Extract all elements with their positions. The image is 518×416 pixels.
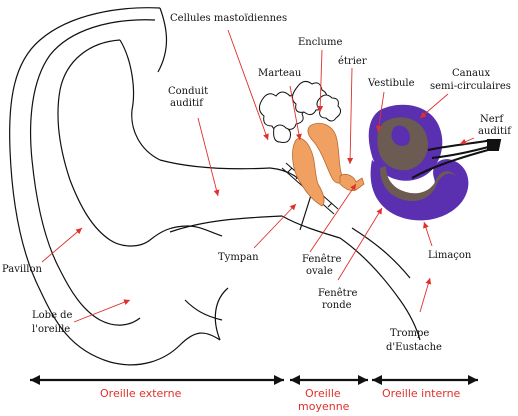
label-fenetre-ronde-1: Fenêtre — [318, 288, 357, 299]
arrow-conduit — [198, 118, 218, 196]
zone-interne: Oreille interne — [382, 387, 461, 400]
arrow-limacon — [424, 222, 432, 246]
label-canaux-1: Canaux — [452, 68, 490, 79]
label-fenetre-ronde-2: ronde — [322, 300, 352, 311]
label-nerf-1: Nerf — [480, 114, 504, 125]
arrow-trompe — [420, 278, 430, 312]
label-vestibule: Vestibule — [367, 78, 415, 89]
inner-ear — [369, 105, 469, 221]
label-trompe-1: Trompe — [390, 328, 429, 339]
label-fenetre-ovale-1: Fenêtre — [302, 254, 341, 265]
label-trompe-2: d'Eustache — [386, 342, 442, 353]
label-lobe-1: Lobe de — [32, 310, 73, 321]
label-conduit-1: Conduit — [168, 86, 208, 97]
label-marteau: Marteau — [258, 68, 302, 79]
zone-moyenne-2: moyenne — [298, 400, 350, 413]
label-canaux-2: semi-circulaires — [430, 81, 511, 92]
zone-moyenne-1: Oreille — [305, 387, 341, 400]
label-nerf-2: auditif — [478, 126, 512, 137]
eustachian-tube — [340, 228, 420, 340]
arrow-cellules — [228, 30, 268, 140]
arrow-etrier — [350, 68, 352, 164]
arrow-lobe — [74, 300, 130, 322]
label-tympan: Tympan — [218, 252, 259, 263]
zone-externe: Oreille externe — [100, 387, 182, 400]
label-limacon: Limaçon — [428, 250, 472, 261]
label-pavillon: Pavillon — [2, 264, 43, 275]
arrow-canaux — [420, 94, 448, 118]
label-fenetre-ovale-2: ovale — [306, 266, 333, 277]
ossicles — [293, 123, 364, 206]
label-conduit-2: auditif — [170, 98, 204, 109]
label-cellules: Cellules mastoïdiennes — [170, 13, 287, 24]
label-enclume: Enclume — [298, 37, 342, 48]
label-lobe-2: l'oreille — [32, 324, 70, 335]
arrow-tympan — [254, 204, 296, 248]
label-etrier: étrier — [338, 56, 367, 67]
zone-labels: Oreille externe Oreille moyenne Oreille … — [100, 387, 461, 413]
arrow-pavillon — [42, 228, 82, 262]
